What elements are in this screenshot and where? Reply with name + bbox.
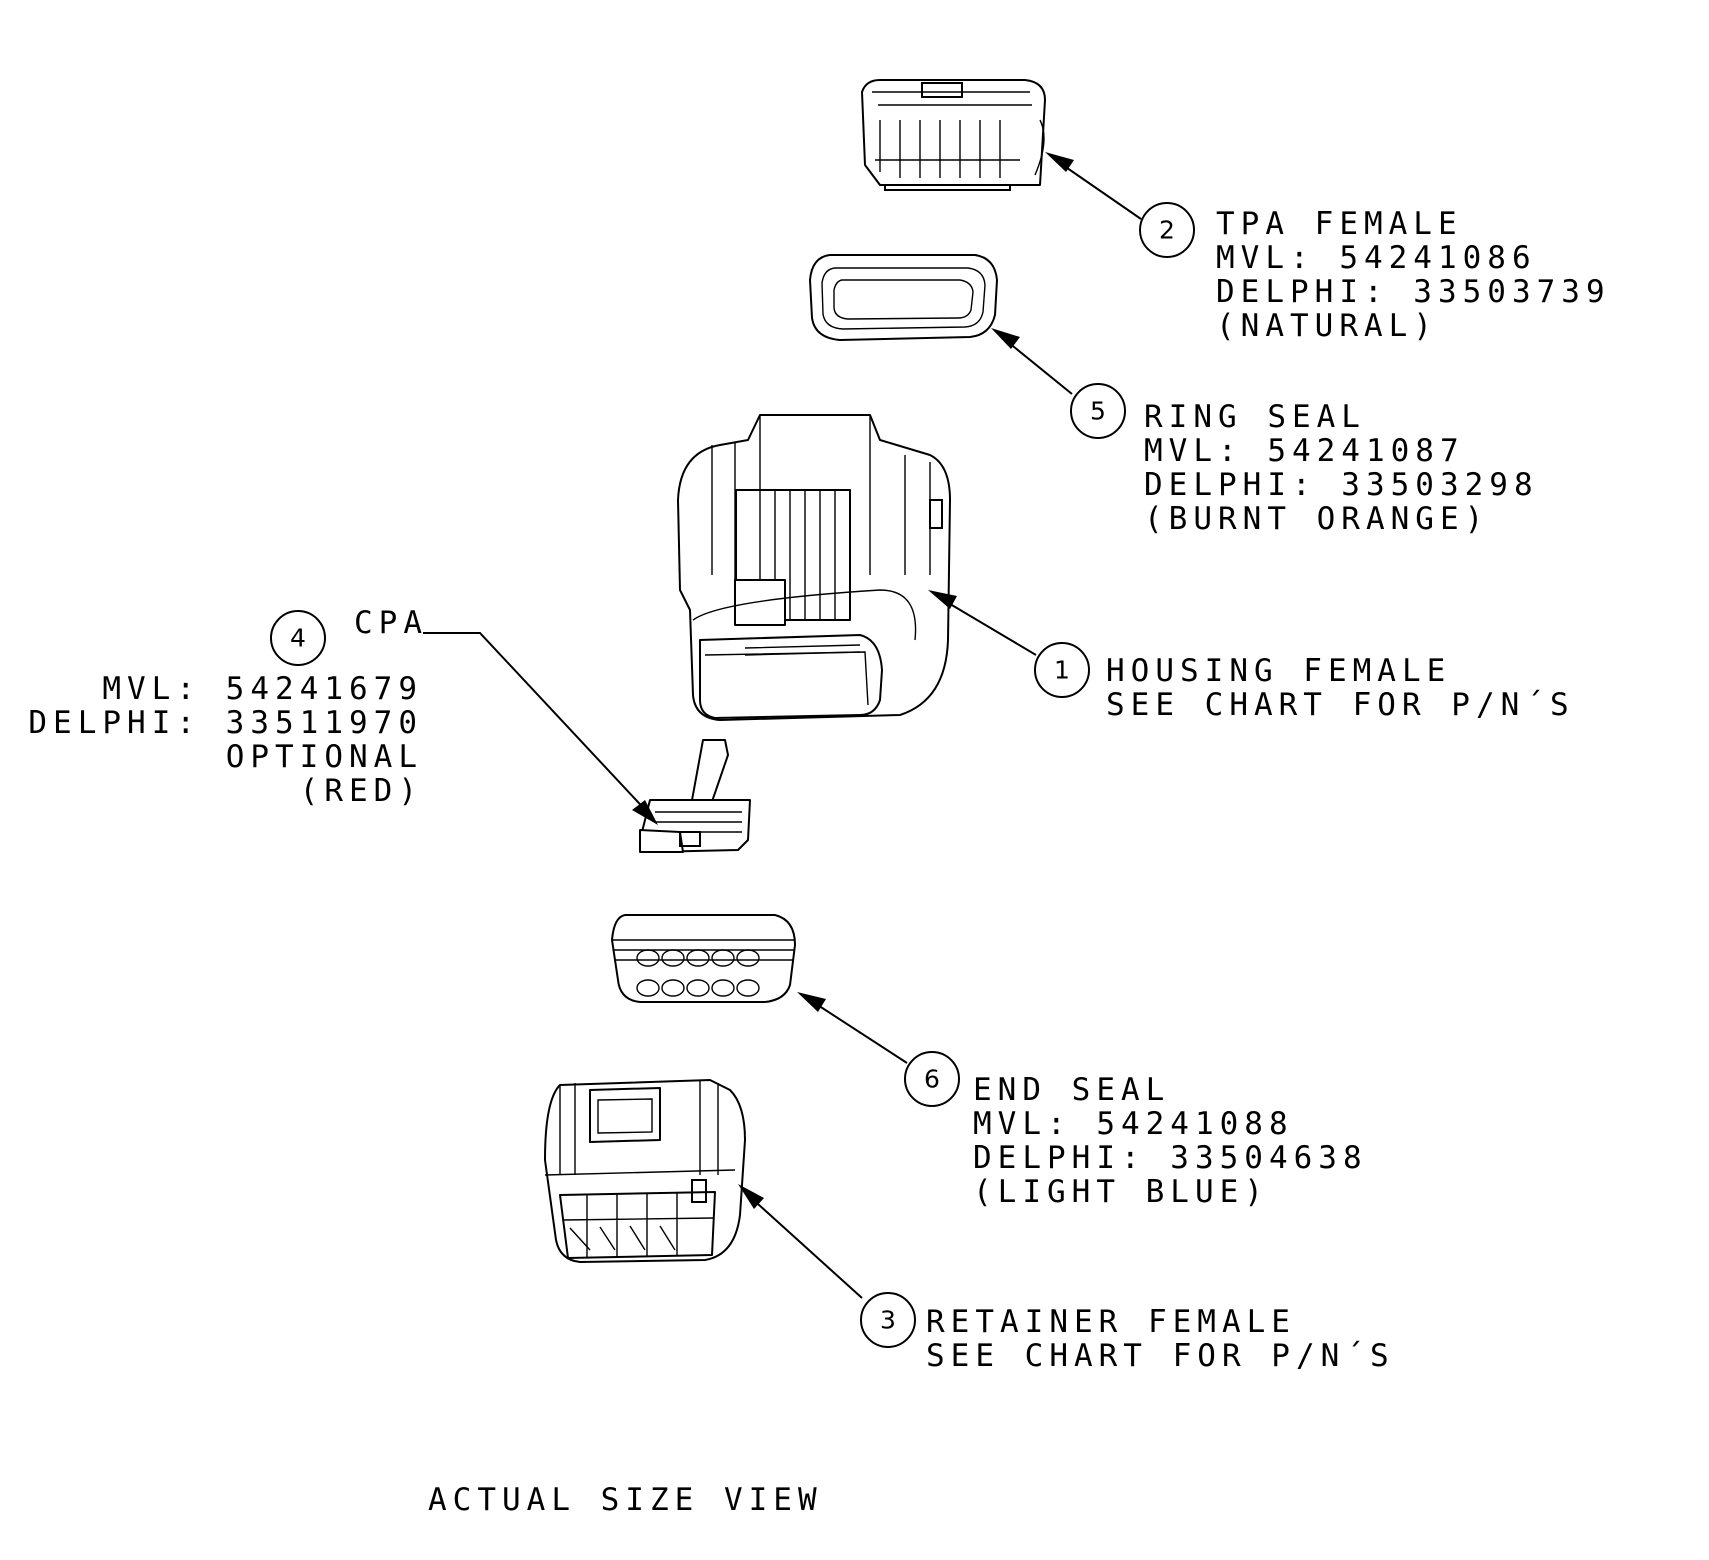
retainer-part-illustration	[544, 1079, 746, 1263]
balloon-number-cpa: 4	[290, 624, 306, 653]
ring-seal-title: RING SEAL	[1144, 399, 1366, 435]
leader-line-ring-seal	[1002, 337, 1073, 395]
retainer-title: RETAINER FEMALE	[926, 1304, 1296, 1340]
arrowhead-cpa	[632, 800, 658, 825]
housing-part-number-note: SEE CHART FOR P/N´S	[1106, 687, 1575, 723]
callout-balloon-end-seal: 6	[904, 1051, 960, 1107]
leader-line-housing	[939, 597, 1037, 656]
callout-balloon-ring-seal: 5	[1070, 383, 1126, 439]
leader-lines	[423, 152, 1142, 1299]
tpa-mvl-number: MVL: 54241086	[1216, 240, 1537, 276]
end-seal-title: END SEAL	[973, 1072, 1170, 1108]
callout-balloon-cpa: 4	[270, 610, 326, 666]
ring-seal-delphi-number: DELPHI: 33503298	[1144, 467, 1539, 503]
callout-note-tpa: TPA FEMALE MVL: 54241086 DELPHI: 3350373…	[1216, 206, 1611, 344]
ring-seal-mvl-number: MVL: 54241087	[1144, 433, 1465, 469]
callout-note-end-seal: END SEAL MVL: 54241088 DELPHI: 33504638 …	[973, 1072, 1368, 1210]
tpa-color: (NATURAL)	[1216, 308, 1438, 344]
callout-balloon-housing: 1	[1034, 642, 1090, 698]
balloon-number-end-seal: 6	[924, 1065, 940, 1094]
balloon-number-tpa: 2	[1159, 216, 1175, 245]
housing-title: HOUSING FEMALE	[1106, 653, 1451, 689]
balloon-number-retainer: 3	[880, 1306, 896, 1335]
arrowhead-end-seal	[797, 992, 826, 1012]
cpa-optional-note: OPTIONAL	[226, 739, 423, 775]
end-seal-color: (LIGHT BLUE)	[973, 1174, 1269, 1210]
callout-note-retainer: RETAINER FEMALE SEE CHART FOR P/N´S	[926, 1304, 1395, 1374]
tpa-title: TPA FEMALE	[1216, 206, 1463, 242]
leader-line-tpa	[1056, 160, 1142, 220]
callout-balloon-tpa: 2	[1139, 202, 1195, 258]
tpa-delphi-number: DELPHI: 33503739	[1216, 274, 1611, 310]
callout-balloon-retainer: 3	[860, 1292, 916, 1348]
ring-seal-color: (BURNT ORANGE)	[1144, 501, 1489, 537]
cpa-color: (RED)	[300, 773, 423, 809]
housing-part-illustration	[677, 414, 951, 721]
end-seal-delphi-number: DELPHI: 33504638	[973, 1140, 1368, 1176]
end-seal-mvl-number: MVL: 54241088	[973, 1106, 1294, 1142]
leader-line-retainer	[747, 1194, 863, 1299]
cpa-delphi-number: DELPHI: 33511970	[28, 705, 423, 741]
end-seal-part-illustration	[611, 914, 796, 1003]
leader-line-cpa	[423, 632, 652, 817]
cpa-mvl-number: MVL: 54241679	[102, 671, 423, 707]
callout-note-housing: HOUSING FEMALE SEE CHART FOR P/N´S	[1106, 653, 1575, 723]
tpa-part-illustration	[861, 79, 1046, 191]
arrowhead-ring-seal	[991, 328, 1020, 349]
arrowhead-retainer	[738, 1184, 764, 1209]
ring-seal-part-illustration	[809, 254, 998, 341]
view-label: ACTUAL SIZE VIEW	[428, 1482, 823, 1518]
cpa-title: CPA	[354, 605, 428, 641]
cpa-part-illustration	[639, 739, 751, 853]
arrowhead-housing	[928, 590, 957, 609]
callout-note-cpa: CPA MVL: 54241679 DELPHI: 33511970 OPTIO…	[28, 605, 428, 809]
balloon-number-housing: 1	[1054, 656, 1070, 685]
balloon-number-ring-seal: 5	[1090, 397, 1106, 426]
arrowhead-tpa	[1045, 152, 1074, 172]
retainer-part-number-note: SEE CHART FOR P/N´S	[926, 1338, 1395, 1374]
callout-note-ring-seal: RING SEAL MVL: 54241087 DELPHI: 33503298…	[1144, 399, 1539, 537]
leader-line-end-seal	[809, 999, 908, 1064]
